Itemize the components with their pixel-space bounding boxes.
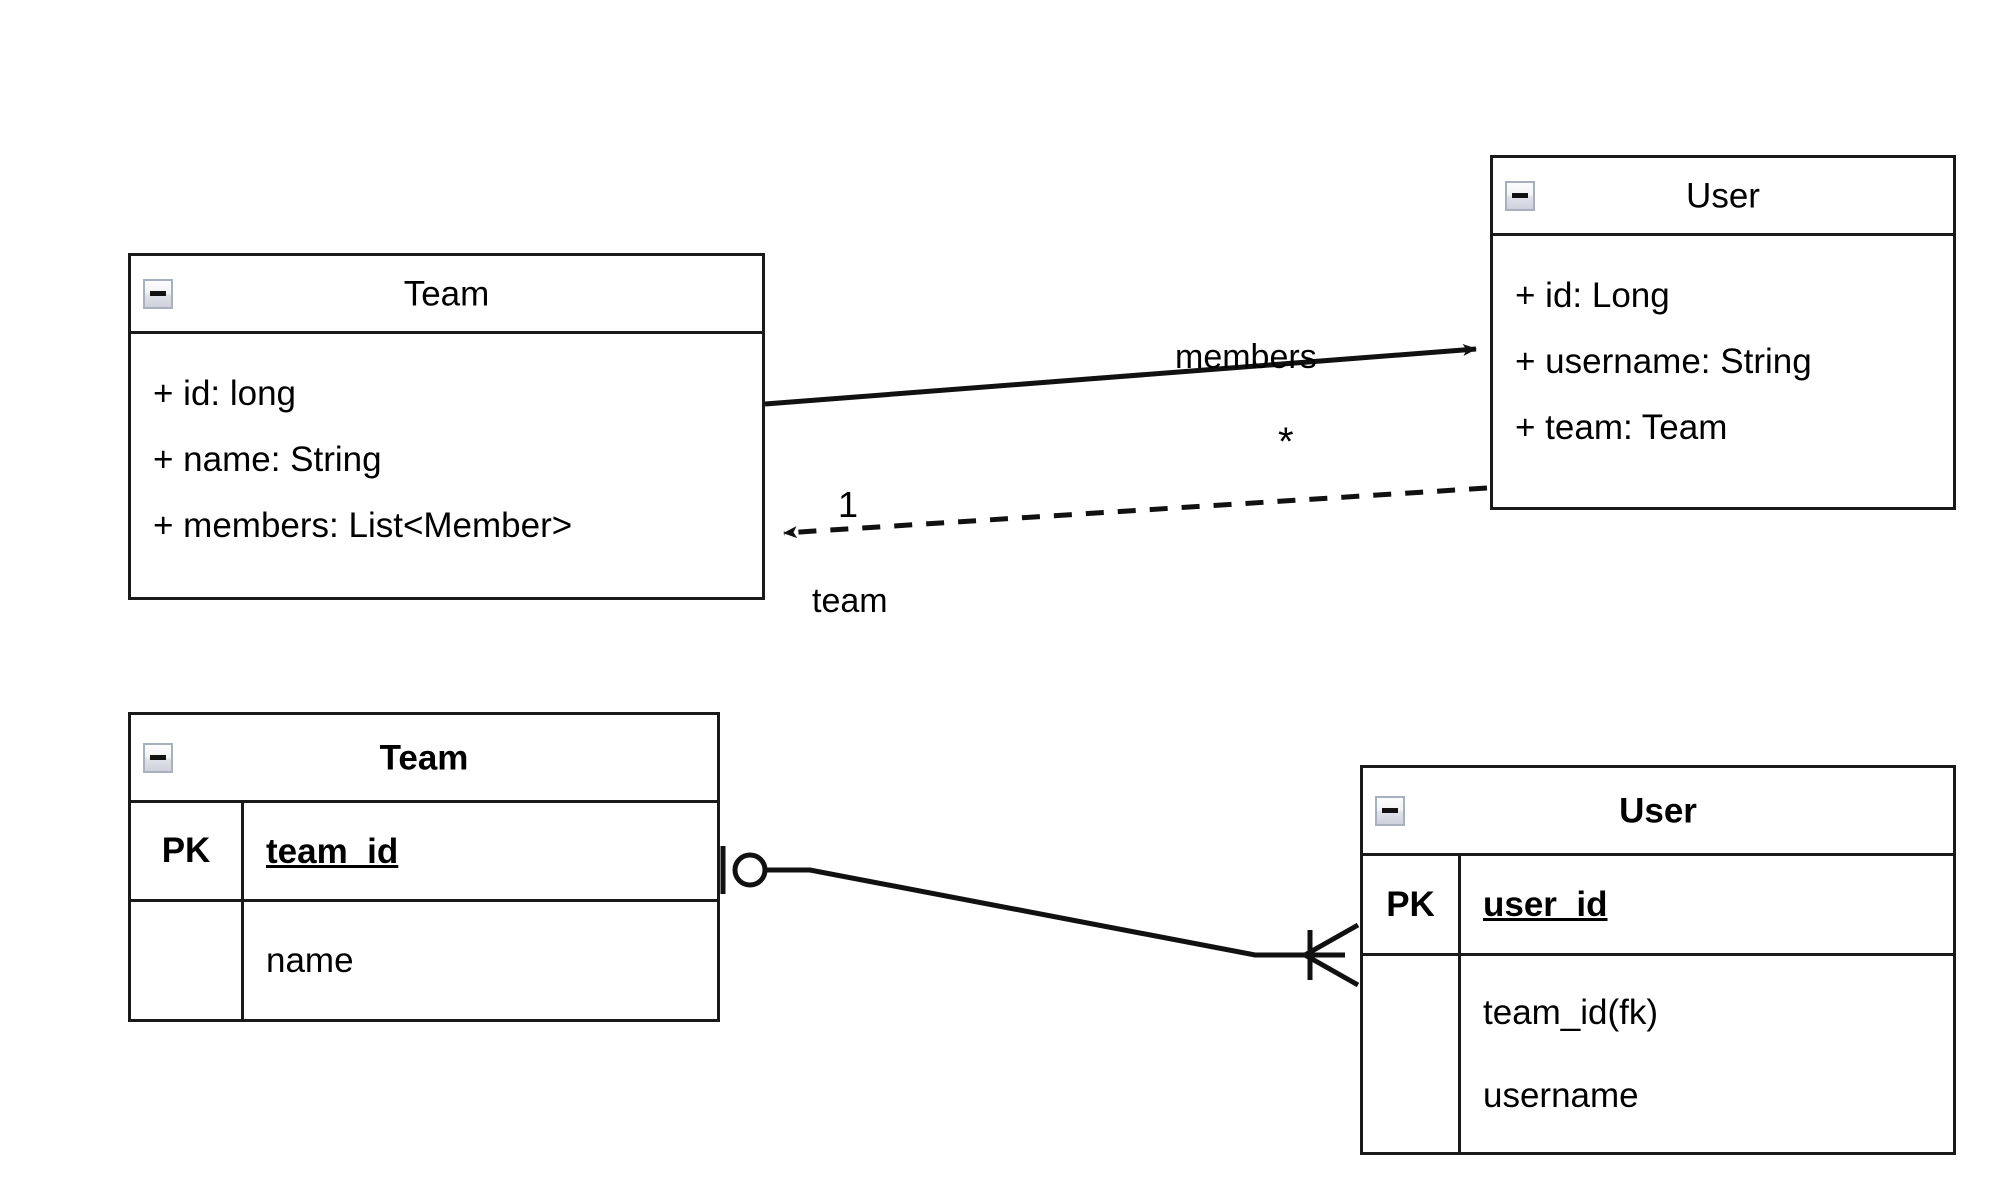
er-table-user-header: User [1363, 768, 1953, 856]
er-table-row: PK user_id [1363, 856, 1953, 953]
er-field: name [266, 941, 354, 980]
uml-class-user[interactable]: User + id: Long + username: String + tea… [1490, 155, 1956, 510]
er-table-team-title: Team [379, 738, 469, 777]
er-table-team[interactable]: Team PK team_id name [128, 712, 720, 1022]
uml-attribute: + username: String [1515, 341, 1812, 381]
uml-class-team[interactable]: Team + id: long + name: String + members… [128, 253, 765, 600]
er-field: team_id [266, 831, 399, 871]
association-line-members [764, 344, 1477, 407]
er-row-fields: team_id(fk) username [1461, 956, 1953, 1152]
minus-collapse-icon[interactable] [1375, 795, 1405, 826]
er-table-user-title: User [1619, 791, 1697, 830]
association-label-team: team [812, 582, 888, 620]
uml-class-user-title: User [1686, 176, 1760, 215]
uml-attribute: + team: Team [1515, 407, 1728, 447]
minus-collapse-icon[interactable] [143, 278, 173, 309]
minus-collapse-icon[interactable] [1505, 180, 1535, 211]
er-field: user_id [1483, 885, 1608, 924]
er-field: username [1483, 1076, 1639, 1115]
er-row-key: PK [131, 803, 244, 899]
er-crowfoot [1299, 922, 1360, 988]
er-table-row: name [131, 899, 717, 1019]
uml-class-user-attributes: + id: Long + username: String + team: Te… [1493, 236, 1953, 480]
er-table-user[interactable]: User PK user_id team_id(fk) username [1360, 765, 1956, 1155]
uml-class-team-title: Team [403, 274, 490, 313]
er-optional-circle [732, 852, 768, 888]
er-relationship-line [720, 846, 1360, 988]
uml-class-user-header: User [1493, 158, 1953, 236]
er-row-key [1363, 956, 1461, 1152]
er-row-key: PK [1363, 856, 1461, 953]
uml-attribute: + id: Long [1515, 275, 1670, 315]
er-row-fields: team_id [244, 803, 717, 899]
uml-attribute: + name: String [153, 439, 382, 479]
uml-attribute: + id: long [153, 373, 297, 413]
association-multiplicity-star: * [1278, 420, 1294, 464]
association-multiplicity-one: 1 [838, 484, 859, 525]
er-row-fields: user_id [1461, 856, 1953, 953]
er-relationship-polyline [762, 867, 1345, 958]
minus-collapse-icon[interactable] [143, 742, 173, 773]
uml-attribute: + members: List<Member> [153, 505, 573, 545]
er-row-key [131, 902, 244, 1019]
er-table-team-header: Team [131, 715, 717, 803]
association-line-team [783, 485, 1488, 539]
uml-association-members [764, 344, 1477, 407]
uml-class-team-header: Team [131, 256, 762, 334]
association-label-members: members [1175, 338, 1317, 376]
er-table-row: PK team_id [131, 803, 717, 899]
er-row-fields: name [244, 902, 717, 1019]
er-field: team_id(fk) [1483, 993, 1659, 1032]
uml-association-team [783, 485, 1488, 539]
er-table-row: team_id(fk) username [1363, 953, 1953, 1152]
uml-class-team-attributes: + id: long + name: String + members: Lis… [131, 334, 762, 578]
